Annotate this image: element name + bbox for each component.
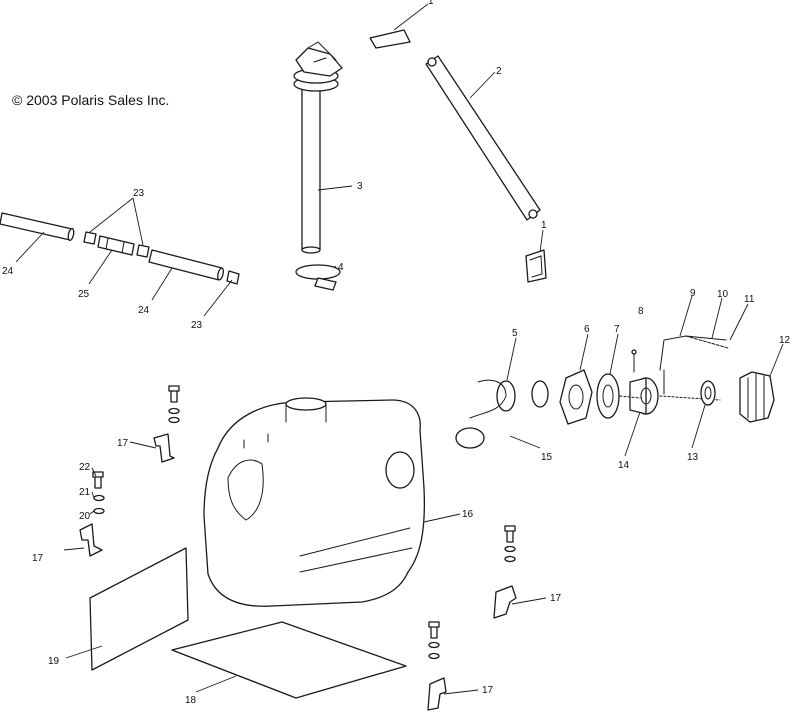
pad-part-18	[171, 621, 407, 699]
callout-10: 10	[717, 289, 729, 300]
hose-left-part-24	[0, 212, 75, 242]
o-ring-part-13	[700, 380, 716, 406]
callout-16: 16	[462, 509, 474, 520]
hose-clamp-part-23-b	[136, 244, 150, 258]
fuel-cap-part-12	[739, 371, 775, 423]
callout-15: 15	[541, 452, 553, 463]
fastener-stack-right	[504, 525, 516, 563]
mount-bracket-part-17-bottom	[427, 677, 447, 711]
callout-20: 20	[79, 511, 91, 522]
filler-hose-part-5	[469, 379, 516, 419]
callout-24-right: 24	[138, 305, 150, 316]
callout-22: 22	[79, 462, 91, 473]
tank-strap-part-2	[425, 55, 541, 221]
callout-9: 9	[690, 288, 696, 299]
callout-21: 21	[79, 487, 91, 498]
mount-bracket-part-17-left	[79, 523, 103, 557]
seal-ring-part-15	[531, 380, 549, 408]
strap-bracket-top-part-1	[369, 29, 411, 49]
gasket-part-7	[596, 373, 620, 419]
callout-12: 12	[779, 335, 791, 346]
strap-bracket-bottom-part-1	[525, 249, 547, 283]
hose-connector-part-25	[97, 235, 135, 256]
callout-17-upper-left: 17	[117, 438, 129, 449]
copyright-notice: © 2003 Polaris Sales Inc.	[12, 92, 169, 108]
mount-bracket-part-17-upper-left	[153, 433, 175, 463]
callout-17-left: 17	[32, 553, 44, 564]
seal-ring-lower-part-15	[455, 427, 485, 449]
fastener-stack-left	[92, 471, 105, 515]
pad-part-19	[89, 547, 189, 671]
callout-18: 18	[185, 695, 197, 706]
callout-3: 3	[357, 181, 363, 192]
callout-13: 13	[687, 452, 699, 463]
callout-2: 2	[496, 66, 502, 77]
leader-lines	[15, 3, 784, 695]
hose-right-part-24	[148, 249, 224, 281]
callout-1-bottom: 1	[541, 220, 547, 231]
callout-7: 7	[614, 324, 620, 335]
callout-17-bottom: 17	[482, 685, 494, 696]
mount-bracket-part-17-right	[493, 585, 517, 619]
callout-1-top: 1	[428, 0, 434, 7]
callout-6: 6	[584, 324, 590, 335]
callout-8: 8	[638, 306, 644, 317]
hose-clamp-part-23-c	[226, 270, 240, 285]
callout-5: 5	[512, 328, 518, 339]
filler-nut-part-6	[559, 369, 593, 425]
callout-4: 4	[338, 262, 344, 273]
screw-part-8	[631, 349, 637, 373]
sender-clamp-part-4	[295, 264, 341, 291]
fuel-tank-part-16	[203, 397, 426, 607]
callout-17-right: 17	[550, 593, 562, 604]
callout-19: 19	[48, 656, 60, 667]
callout-23-top: 23	[133, 188, 145, 199]
callout-11: 11	[744, 294, 755, 305]
fuel-sender-part-3	[293, 41, 343, 254]
fastener-stack-upper-left	[168, 385, 180, 424]
callout-25: 25	[78, 289, 90, 300]
hose-clamp-part-23-a	[83, 231, 97, 245]
callout-14: 14	[618, 460, 630, 471]
callout-24-left: 24	[2, 266, 14, 277]
fastener-stack-bottom	[428, 621, 440, 660]
callout-23-bottom: 23	[191, 320, 203, 331]
filler-neck-part-14	[629, 377, 659, 415]
